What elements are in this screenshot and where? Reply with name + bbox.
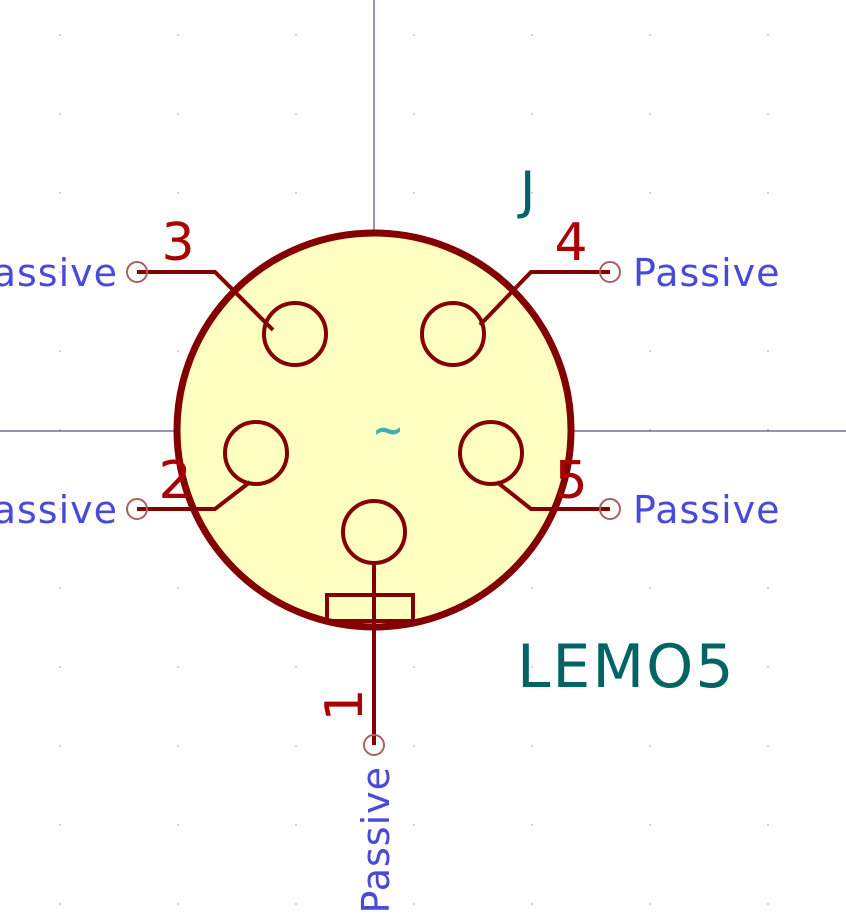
grid-dots (59, 34, 769, 905)
grid-dot (295, 824, 297, 826)
contact-2-circle (223, 420, 289, 486)
grid-dot (59, 508, 61, 510)
grid-dot (531, 587, 533, 589)
pin-4-endpoint[interactable] (599, 261, 621, 283)
grid-dot (767, 666, 769, 668)
grid-dot (59, 666, 61, 668)
grid-dot (413, 192, 415, 194)
grid-dot (767, 824, 769, 826)
pin-1-type: Passive (354, 766, 398, 914)
grid-dot (649, 745, 651, 747)
grid-dot (767, 508, 769, 510)
pin-1-number: 1 (315, 688, 375, 721)
grid-dot (295, 666, 297, 668)
grid-dot (59, 350, 61, 352)
grid-dot (649, 350, 651, 352)
grid-dot (59, 587, 61, 589)
grid-dot (649, 824, 651, 826)
grid-dot (531, 903, 533, 905)
pin-3-type: Passive (0, 251, 118, 295)
pin-4-type: Passive (633, 251, 781, 295)
grid-dot (767, 903, 769, 905)
grid-dot (767, 34, 769, 36)
grid-dot (767, 745, 769, 747)
grid-dot (531, 113, 533, 115)
grid-dot (59, 745, 61, 747)
grid-dot (649, 192, 651, 194)
pin-5-number: 5 (554, 451, 587, 511)
contact-1-circle (341, 499, 407, 565)
grid-dot (413, 745, 415, 747)
grid-dot (767, 192, 769, 194)
grid-dot (295, 745, 297, 747)
pin-2-endpoint[interactable] (126, 498, 148, 520)
grid-dot (59, 192, 61, 194)
grid-dot (413, 34, 415, 36)
grid-dot (177, 34, 179, 36)
grid-dot (531, 824, 533, 826)
grid-dot (413, 113, 415, 115)
pin-2-number: 2 (158, 451, 191, 511)
contact-4-circle (420, 301, 486, 367)
grid-dot (649, 903, 651, 905)
grid-dot (531, 745, 533, 747)
grid-dot (177, 192, 179, 194)
grid-dot (767, 350, 769, 352)
grid-dot (649, 113, 651, 115)
pin-3-number: 3 (161, 213, 194, 273)
pin-4-line[interactable] (478, 270, 610, 327)
grid-dot (59, 271, 61, 273)
pin-5-endpoint[interactable] (599, 498, 621, 520)
pin-3-line[interactable] (137, 270, 275, 332)
grid-dot (295, 113, 297, 115)
grid-dot (649, 666, 651, 668)
pin-1-endpoint[interactable] (363, 734, 385, 756)
pin-3-endpoint[interactable] (126, 261, 148, 283)
pin-2-line[interactable] (137, 480, 252, 511)
grid-dot (177, 745, 179, 747)
grid-dot (177, 350, 179, 352)
grid-dot (767, 271, 769, 273)
grid-dot (177, 113, 179, 115)
grid-dot (295, 192, 297, 194)
grid-dot (177, 666, 179, 668)
grid-dot (177, 903, 179, 905)
grid-dot (531, 34, 533, 36)
grid-dot (649, 508, 651, 510)
grid-dot (177, 587, 179, 589)
grid-dot (649, 271, 651, 273)
center-mark: ~ (372, 408, 404, 452)
pin-5-line[interactable] (495, 480, 610, 511)
grid-dot (295, 34, 297, 36)
pin-5-type: Passive (633, 488, 781, 532)
grid-dot (531, 666, 533, 668)
contact-5-circle (458, 420, 524, 486)
grid-dot (531, 192, 533, 194)
grid-dot (413, 903, 415, 905)
grid-dot (59, 34, 61, 36)
grid-dot (649, 34, 651, 36)
grid-dot (59, 903, 61, 905)
grid-dot (649, 587, 651, 589)
grid-dot (413, 824, 415, 826)
grid-dot (59, 113, 61, 115)
keying-notch (325, 593, 415, 623)
grid-dot (59, 824, 61, 826)
grid-dot (413, 666, 415, 668)
grid-dot (767, 113, 769, 115)
value-field[interactable]: LEMO5 (517, 632, 736, 702)
reference-designator[interactable]: J (517, 161, 535, 221)
pin-2-type: Passive (0, 488, 118, 532)
contact-3-circle (262, 301, 328, 367)
grid-dot (177, 824, 179, 826)
pin-4-number: 4 (554, 213, 587, 273)
grid-dot (295, 903, 297, 905)
grid-dot (767, 587, 769, 589)
